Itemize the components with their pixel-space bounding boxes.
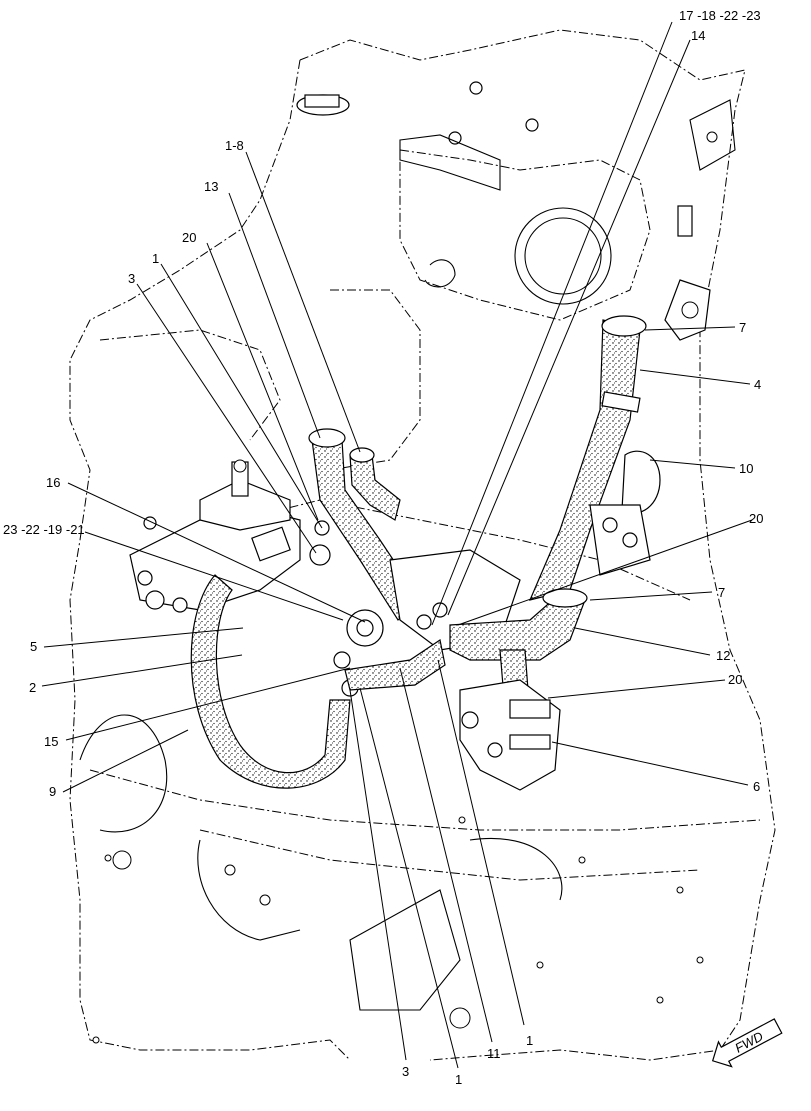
callout-labels: 17 -18 -22 -23 14 1-8 13 20 1 3 7 4 10 2… — [3, 8, 763, 1087]
callout-20: 20 — [749, 511, 763, 526]
hose-9 — [190, 574, 351, 789]
lower-cover — [79, 714, 704, 1044]
callout-1: 1 — [152, 251, 159, 266]
callout-23-22-19-21: 23 -22 -19 -21 — [3, 522, 85, 537]
callout-20: 20 — [728, 672, 742, 687]
top-fittings — [296, 81, 736, 191]
callout-14: 14 — [691, 28, 705, 43]
callout-9: 9 — [49, 784, 56, 799]
callout-1-8: 1-8 — [225, 138, 244, 153]
hose-12 — [449, 588, 588, 661]
callout-13: 13 — [204, 179, 218, 194]
valve-block — [129, 459, 331, 613]
callout-5: 5 — [30, 639, 37, 654]
callout-7: 7 — [739, 320, 746, 335]
fwd-arrow-label: FWD — [732, 1028, 765, 1055]
callout-4: 4 — [754, 377, 761, 392]
callout-1: 1 — [455, 1072, 462, 1087]
hose-6-elbow — [459, 649, 561, 791]
callout-10: 10 — [739, 461, 753, 476]
flange-plate — [424, 205, 693, 305]
callout-7: 7 — [718, 585, 725, 600]
pump-assembly — [589, 279, 711, 576]
callout-1: 1 — [526, 1033, 533, 1048]
callout-6: 6 — [753, 779, 760, 794]
callout-3: 3 — [402, 1064, 409, 1079]
hose-15 — [344, 639, 446, 691]
callout-15: 15 — [44, 734, 58, 749]
callout-20: 20 — [182, 230, 196, 245]
callout-16: 16 — [46, 475, 60, 490]
callout-2: 2 — [29, 680, 36, 695]
callout-12: 12 — [716, 648, 730, 663]
callout-11: 11 — [487, 1046, 501, 1061]
fwd-arrow: FWD — [711, 1018, 783, 1068]
callout-3: 3 — [128, 271, 135, 286]
callout-17-18-22-23: 17 -18 -22 -23 — [679, 8, 761, 23]
leader-lines — [41, 21, 753, 1069]
